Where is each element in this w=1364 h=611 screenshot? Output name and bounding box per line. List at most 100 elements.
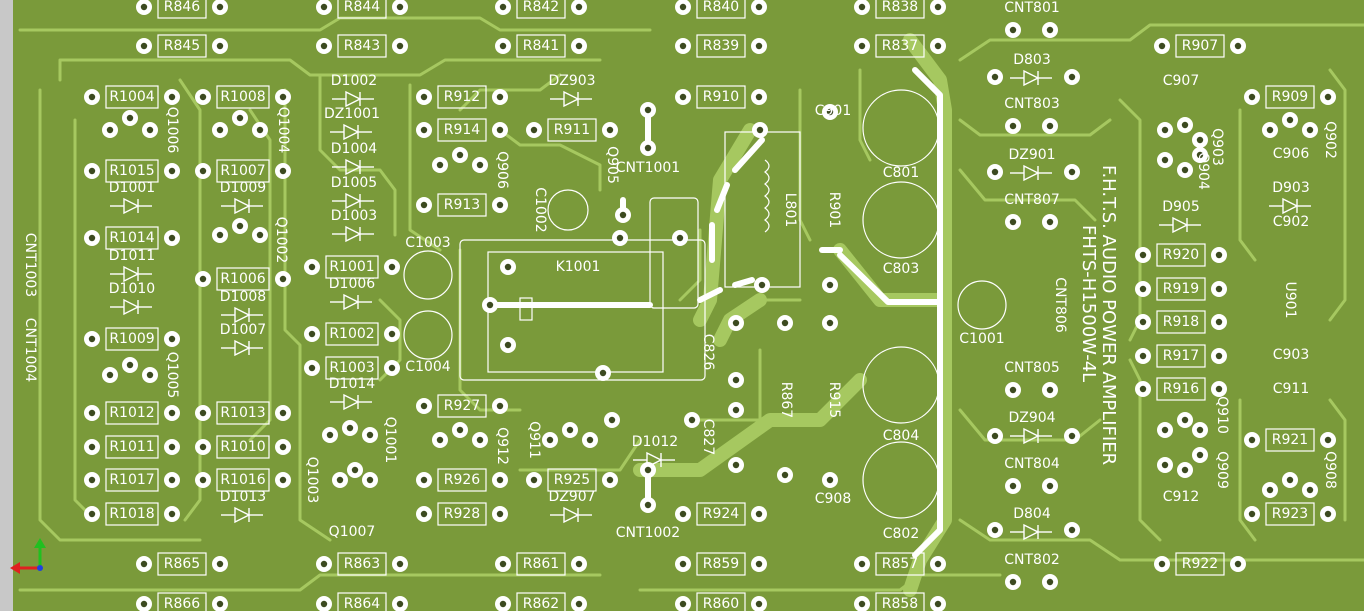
ref-cnt804: CNT804 <box>1004 456 1060 472</box>
resistor-body-r857 <box>875 552 925 576</box>
pad-misc-31 <box>1177 162 1193 178</box>
pad-r1018-2 <box>164 506 180 522</box>
pad-r1010-1 <box>195 439 211 455</box>
ref-q905: Q905 <box>604 146 620 184</box>
ref-r1007: R1007 <box>220 163 265 179</box>
ref-r910: R910 <box>703 89 739 105</box>
pad-r846-2 <box>212 0 228 15</box>
pad-misc-89 <box>1064 522 1080 538</box>
resistor-body-r1011 <box>105 435 159 459</box>
ref-r837: R837 <box>882 38 918 54</box>
ref-q902: Q902 <box>1322 121 1338 159</box>
resistor-body-r1010 <box>216 435 270 459</box>
pad-misc-44 <box>1302 482 1318 498</box>
resistor-body-r919 <box>1156 277 1206 301</box>
diode-symbol-d1003 <box>332 225 374 243</box>
pad-r857-1 <box>854 556 870 572</box>
ref-cnt807: CNT807 <box>1004 192 1060 208</box>
resistor-body-r1002 <box>325 322 379 346</box>
pad-misc-54 <box>777 315 793 331</box>
ref-c906: C906 <box>1273 146 1310 162</box>
resistor-body-r925 <box>547 468 597 492</box>
pad-r862-1 <box>495 596 511 611</box>
pad-r1017-2 <box>164 472 180 488</box>
pad-r1015-2 <box>164 163 180 179</box>
resistor-body-r913 <box>437 193 487 217</box>
ref-r922: R922 <box>1182 556 1218 572</box>
pad-misc-83 <box>1064 69 1080 85</box>
pad-misc-3 <box>212 122 228 138</box>
ref-q1003: Q1003 <box>304 457 320 504</box>
pad-r844-2 <box>392 0 408 15</box>
diode-symbol-d1010 <box>110 298 152 316</box>
pad-r917-1 <box>1135 348 1151 364</box>
pad-misc-59 <box>500 259 516 275</box>
pad-misc-88 <box>987 522 1003 538</box>
diode-symbol-dz901 <box>1010 164 1052 182</box>
pad-r907-2 <box>1230 38 1246 54</box>
pad-r928-1 <box>416 506 432 522</box>
pad-r1016-1 <box>195 472 211 488</box>
resistor-body-r858 <box>875 592 925 611</box>
pad-r861-1 <box>495 556 511 572</box>
diode-symbol-d804 <box>1010 523 1052 541</box>
pad-misc-48 <box>822 277 838 293</box>
ref-d1003: D1003 <box>331 208 377 224</box>
ref-r919: R919 <box>1163 281 1199 297</box>
ref-q906: Q906 <box>494 151 510 189</box>
ref-q1002: Q1002 <box>273 217 289 264</box>
ref-r840: R840 <box>703 0 739 15</box>
pad-misc-75 <box>1042 214 1058 230</box>
pad-misc-13 <box>342 420 358 436</box>
pad-r1001-1 <box>304 259 320 275</box>
ref-c911: C911 <box>1273 381 1310 397</box>
ref-q1005: Q1005 <box>164 352 180 399</box>
pad-misc-24 <box>542 432 558 448</box>
pad-r841-1 <box>495 38 511 54</box>
resistor-body-r837 <box>875 34 925 58</box>
pad-misc-34 <box>1282 112 1298 128</box>
pad-misc-41 <box>1192 447 1208 463</box>
pad-r1016-2 <box>275 472 291 488</box>
resistor-body-r843 <box>337 34 387 58</box>
pad-r919-1 <box>1135 281 1151 297</box>
pad-misc-18 <box>432 157 448 173</box>
pad-r860-1 <box>675 596 691 611</box>
pad-misc-19 <box>452 147 468 163</box>
ref-d1008: D1008 <box>220 289 266 305</box>
pad-misc-42 <box>1262 482 1278 498</box>
resistor-body-r1014 <box>105 226 159 250</box>
ref-c802: C802 <box>883 526 920 542</box>
pad-r864-2 <box>392 596 408 611</box>
ref-cnt803: CNT803 <box>1004 96 1060 112</box>
trace-layer <box>18 16 1364 592</box>
diode-symbol-dz1001 <box>330 123 372 141</box>
ref-q1006: Q1006 <box>164 107 180 154</box>
ref-l801: L801 <box>782 193 798 228</box>
resistor-body-r865 <box>157 552 207 576</box>
pad-r865-1 <box>136 556 152 572</box>
pad-r914-1 <box>416 122 432 138</box>
pad-misc-86 <box>987 428 1003 444</box>
ref-c907: C907 <box>1163 73 1200 89</box>
pad-misc-4 <box>232 110 248 126</box>
pad-r1001-2 <box>384 259 400 275</box>
pad-misc-79 <box>1042 478 1058 494</box>
resistor-body-r1018 <box>105 502 159 526</box>
pad-r841-2 <box>571 38 587 54</box>
ref-d1009: D1009 <box>220 180 266 196</box>
pad-r918-2 <box>1211 314 1227 330</box>
ref-r1018: R1018 <box>109 506 154 522</box>
pad-r837-1 <box>854 38 870 54</box>
ref-c1002: C1002 <box>532 187 548 232</box>
ref-r865: R865 <box>164 556 200 572</box>
pad-r1006-1 <box>195 271 211 287</box>
pad-misc-17 <box>362 472 378 488</box>
ref-r1016: R1016 <box>220 472 265 488</box>
resistor-body-r927 <box>437 394 487 418</box>
pad-r1014-2 <box>164 230 180 246</box>
pad-r913-1 <box>416 197 432 213</box>
resistor-body-r923 <box>1265 502 1315 526</box>
pad-misc-26 <box>582 432 598 448</box>
pad-r863-1 <box>316 556 332 572</box>
